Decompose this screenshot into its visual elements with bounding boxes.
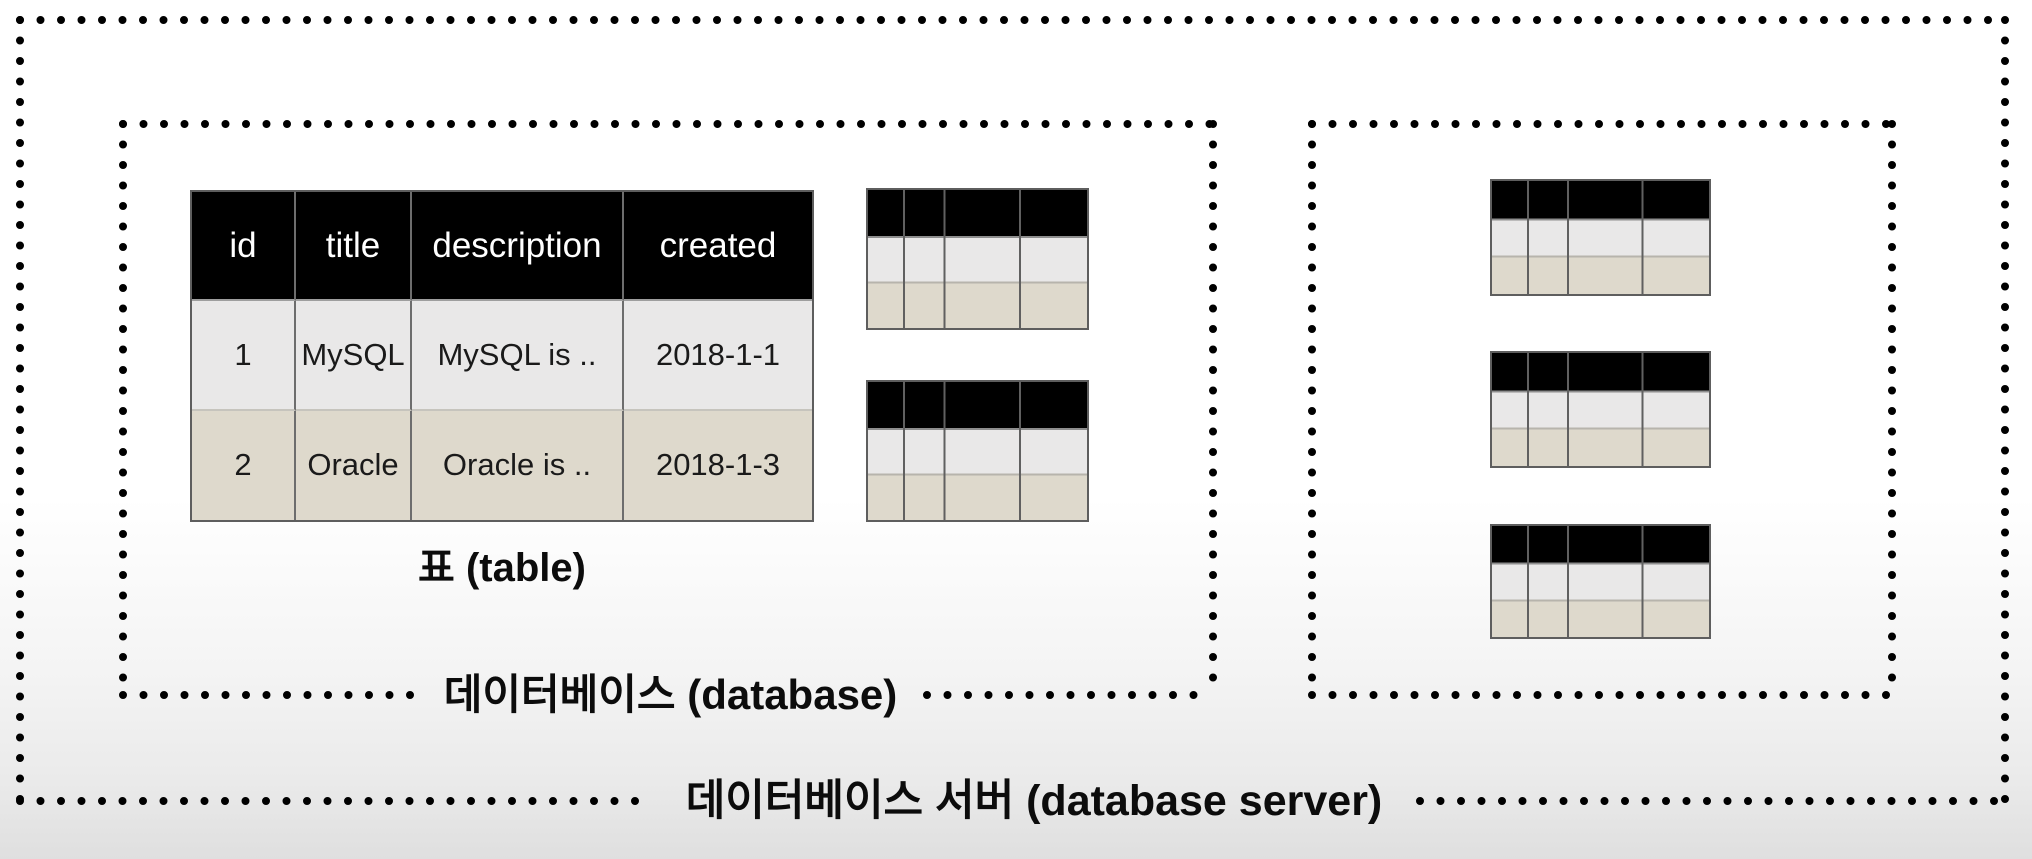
table-icon	[1490, 351, 1711, 468]
database-box-border	[119, 120, 1217, 699]
table-header-id: id	[192, 192, 296, 302]
database-server-border	[16, 16, 2009, 805]
table-cell-title: MySQL	[296, 301, 412, 411]
table-icon	[866, 188, 1089, 330]
second-database-box-border	[1308, 120, 1896, 699]
table-header-created: created	[624, 192, 812, 302]
table-cell-created: 2018-1-3	[624, 410, 812, 520]
table-cell-id: 1	[192, 301, 296, 411]
table-caption: 표 (table)	[418, 546, 586, 590]
table-icon	[1490, 179, 1711, 296]
table-cell-id: 2	[192, 410, 296, 520]
table-cell-title: Oracle	[296, 410, 412, 520]
table-icon	[1490, 524, 1711, 639]
table-header-description: description	[412, 192, 624, 302]
table-icon	[866, 380, 1089, 522]
database-server-label: 데이터베이스 서버 (database server)	[685, 777, 1383, 825]
table-cell-description: MySQL is ..	[412, 301, 624, 411]
records-table: id title description created 1 MySQL MyS…	[190, 190, 814, 522]
database-label: 데이터베이스 (database)	[443, 671, 898, 718]
table-header-title: title	[296, 192, 412, 302]
table-cell-description: Oracle is ..	[412, 410, 624, 520]
table-cell-created: 2018-1-1	[624, 301, 812, 411]
